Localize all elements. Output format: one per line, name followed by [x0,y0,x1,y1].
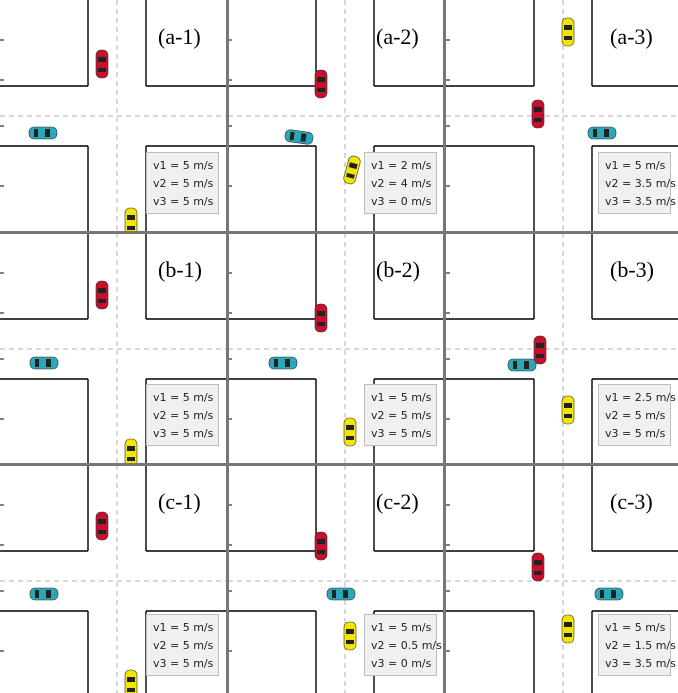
blue-car [269,357,297,369]
yellow-car [343,155,362,185]
panel-label: (c-3) [610,489,653,515]
red-car [532,553,544,581]
velocity-v2: v2 = 5 m/s [605,407,670,425]
velocity-v1: v1 = 5 m/s [605,619,670,637]
blue-car [508,359,536,371]
velocity-v1: v1 = 2 m/s [371,157,436,175]
yellow-car [125,208,137,231]
blue-car [29,127,57,139]
yellow-car [125,439,137,463]
panel-label: (c-2) [376,489,419,515]
velocity-v2: v2 = 0.5 m/s [371,637,436,655]
velocity-v1: v1 = 5 m/s [605,157,670,175]
panel-label: (b-3) [610,257,654,283]
blue-car [284,129,313,145]
velocity-v2: v2 = 5 m/s [153,407,218,425]
row-separator [0,231,678,234]
red-car [315,70,327,98]
yellow-car [562,396,574,424]
red-car [96,50,108,78]
velocity-v1: v1 = 5 m/s [153,389,218,407]
velocity-v3: v3 = 5 m/s [153,425,218,443]
velocity-v1: v1 = 2.5 m/s [605,389,670,407]
yellow-car [562,18,574,46]
velocity-v3: v3 = 5 m/s [371,425,436,443]
velocity-v1: v1 = 5 m/s [371,389,436,407]
velocity-v3: v3 = 5 m/s [605,425,670,443]
red-car [315,304,327,332]
velocity-v3: v3 = 5 m/s [153,193,218,211]
blue-car [327,588,355,600]
red-car [96,281,108,309]
column-separator [226,0,229,693]
yellow-car [344,622,356,650]
yellow-car [344,418,356,446]
velocity-v1: v1 = 5 m/s [153,619,218,637]
panel-label: (b-2) [376,257,420,283]
yellow-car [125,670,137,693]
red-car [315,532,327,560]
velocity-v3: v3 = 3.5 m/s [605,655,670,673]
velocity-v3: v3 = 5 m/s [153,655,218,673]
velocity-v1: v1 = 5 m/s [153,157,218,175]
velocity-v3: v3 = 0 m/s [371,655,436,673]
velocity-v2: v2 = 3.5 m/s [605,175,670,193]
row-separator [0,463,678,466]
velocity-v2: v2 = 5 m/s [371,407,436,425]
velocity-v2: v2 = 1.5 m/s [605,637,670,655]
panel-label: (a-2) [376,24,419,50]
velocity-v3: v3 = 3.5 m/s [605,193,670,211]
velocity-v2: v2 = 4 m/s [371,175,436,193]
blue-car [595,588,623,600]
velocity-v2: v2 = 5 m/s [153,637,218,655]
velocity-v2: v2 = 5 m/s [153,175,218,193]
red-car [534,336,546,364]
panel-label: (a-1) [158,24,201,50]
column-separator [443,0,446,693]
yellow-car [562,615,574,643]
panel-label: (b-1) [158,257,202,283]
blue-car [30,588,58,600]
red-car [96,512,108,540]
panel-label: (a-3) [610,24,653,50]
velocity-v1: v1 = 5 m/s [371,619,436,637]
red-car [532,100,544,128]
blue-car [588,127,616,139]
velocity-v3: v3 = 0 m/s [371,193,436,211]
blue-car [30,357,58,369]
panel-label: (c-1) [158,489,201,515]
